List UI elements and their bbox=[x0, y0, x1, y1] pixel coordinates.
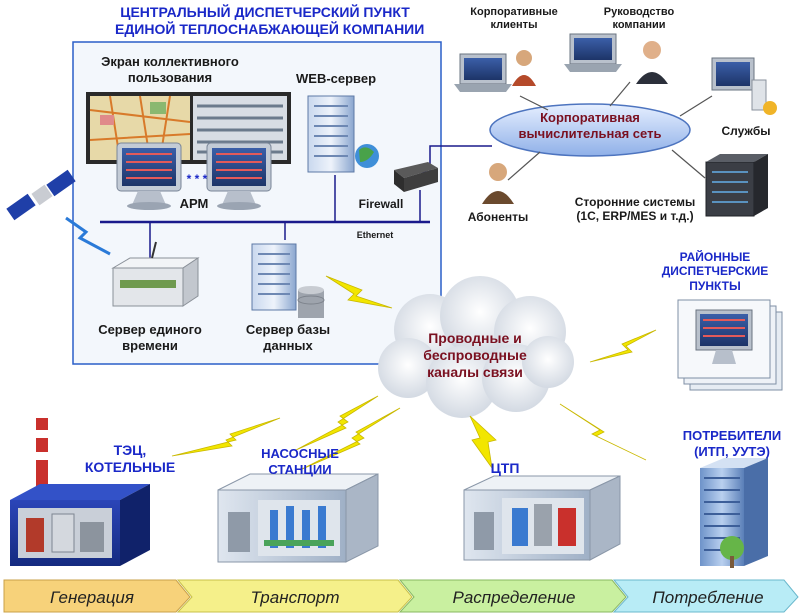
lightning-links bbox=[171, 275, 657, 471]
pump-station-label: НАСОСНЫЕ СТАНЦИИ bbox=[250, 446, 350, 477]
time-server-device bbox=[111, 241, 200, 307]
regional-dispatch-label-line1: РАЙОННЫЕ bbox=[679, 250, 751, 264]
firewall-label: Firewall bbox=[358, 197, 404, 211]
regional-dispatch-label: РАЙОННЫЕ ДИСПЕТЧЕРСКИЕ ПУНКТЫ bbox=[650, 250, 780, 293]
cloud-label-line3: каналы связи bbox=[427, 363, 523, 380]
management-label-line1: Руководство bbox=[603, 6, 675, 18]
stage-label-transport: Транспорт bbox=[250, 588, 340, 607]
central-dispatch-title-line2: ЕДИНОЙ ТЕПЛОСНАБЖАЮЩЕЙ КОМПАНИИ bbox=[115, 20, 425, 37]
db-server-label: Сервер базы данных bbox=[240, 322, 336, 353]
regional-dispatch-label-line2: ДИСПЕТЧЕРСКИЕ bbox=[661, 264, 769, 279]
stage-arrow-consumption bbox=[612, 579, 799, 613]
satellite-icon bbox=[6, 169, 76, 221]
tec-label-line2: КОТЕЛЬНЫЕ bbox=[84, 458, 176, 475]
corporate-network-ellipse bbox=[489, 103, 691, 157]
shared-screen-label-line2: пользования bbox=[127, 69, 213, 85]
time-server-label: Сервер единого времени bbox=[88, 322, 212, 353]
external-systems-server bbox=[705, 154, 768, 217]
management-label: Руководство компании bbox=[596, 6, 682, 32]
db-server bbox=[251, 243, 325, 318]
firewall-device bbox=[394, 162, 438, 192]
corporate-clients-label-line1: Корпоративные bbox=[470, 6, 558, 18]
corporate-clients-label-line2: клиенты bbox=[490, 19, 538, 32]
arm-dots: * * * bbox=[186, 172, 208, 186]
consumers-label-line2: (ИТП, УУТЭ) bbox=[694, 443, 770, 459]
corporate-client-laptop bbox=[454, 50, 536, 92]
tec-boiler-building bbox=[10, 418, 150, 566]
satellite-wireless-link bbox=[65, 216, 111, 256]
corporate-network-label-line2: вычислительная сеть bbox=[518, 125, 662, 141]
corporate-clients-label: Корпоративные клиенты bbox=[466, 6, 562, 32]
subscriber-person bbox=[482, 163, 514, 204]
tec-label-line1: ТЭЦ, bbox=[113, 442, 147, 458]
web-server-label: WEB-сервер bbox=[296, 71, 377, 86]
time-server-label-line2: времени bbox=[122, 337, 178, 353]
pump-station-label-line2: СТАНЦИИ bbox=[268, 461, 332, 477]
stage-arrow-transport bbox=[176, 579, 413, 613]
corporate-network-label-line1: Корпоративная bbox=[540, 110, 640, 125]
time-server-label-line1: Сервер единого bbox=[98, 322, 202, 337]
cloud-label-line1: Проводные и bbox=[428, 330, 522, 346]
arm-label: АРМ bbox=[179, 196, 209, 211]
cloud-label: Проводные и беспроводные каналы связи bbox=[400, 330, 550, 380]
ctp-building bbox=[463, 475, 621, 561]
web-server bbox=[307, 95, 379, 173]
consumers-label-line1: ПОТРЕБИТЕЛИ bbox=[682, 428, 782, 443]
regional-dispatch-panels bbox=[677, 299, 783, 391]
shared-screen-label-line1: Экран коллективного bbox=[101, 54, 239, 69]
pump-station-label-line1: НАСОСНЫЕ bbox=[261, 446, 339, 461]
central-dispatch-title: ЦЕНТРАЛЬНЫЙ ДИСПЕТЧЕРСКИЙ ПУНКТ ЕДИНОЙ Т… bbox=[115, 4, 425, 38]
ctp-label: ЦТП bbox=[490, 460, 520, 476]
central-dispatch-title-line1: ЦЕНТРАЛЬНЫЙ ДИСПЕТЧЕРСКИЙ ПУНКТ bbox=[120, 4, 410, 20]
subscribers-label: Абоненты bbox=[467, 210, 529, 224]
external-systems-label: Сторонние системы (1С, ERP/MES и т.д.) bbox=[570, 195, 700, 224]
stage-label-generation: Генерация bbox=[50, 588, 134, 607]
consumer-apartment-building bbox=[700, 458, 768, 568]
external-systems-label-line1: Сторонние системы bbox=[574, 195, 696, 209]
management-label-line2: компании bbox=[612, 19, 666, 32]
tec-label: ТЭЦ, КОТЕЛЬНЫЕ bbox=[80, 442, 180, 476]
stage-label-distribution: Распределение bbox=[452, 588, 576, 607]
communication-cloud bbox=[378, 276, 574, 418]
stage-arrow-distribution bbox=[398, 579, 627, 613]
cloud-label-line2: беспроводные bbox=[423, 346, 527, 363]
stage-arrow-generation bbox=[3, 579, 191, 613]
shared-screen-label: Экран коллективного пользования bbox=[95, 54, 245, 85]
management-laptop bbox=[564, 33, 668, 84]
pump-station-building bbox=[217, 473, 379, 563]
stage-label-consumption: Потребление bbox=[652, 588, 764, 607]
db-server-label-line2: данных bbox=[263, 337, 313, 353]
services-workstation bbox=[711, 57, 777, 115]
services-label: Службы bbox=[721, 124, 771, 138]
consumers-label: ПОТРЕБИТЕЛИ (ИТП, УУТЭ) bbox=[672, 428, 792, 459]
corporate-network-label: Корпоративная вычислительная сеть bbox=[500, 110, 680, 141]
regional-dispatch-label-line3: ПУНКТЫ bbox=[689, 278, 741, 293]
external-systems-label-line2: (1С, ERP/MES и т.д.) bbox=[576, 209, 694, 224]
arm-monitor-right bbox=[206, 142, 272, 210]
arm-monitor-left bbox=[116, 142, 182, 210]
ethernet-label: Ethernet bbox=[356, 230, 394, 240]
db-server-label-line1: Сервер базы bbox=[245, 322, 331, 337]
